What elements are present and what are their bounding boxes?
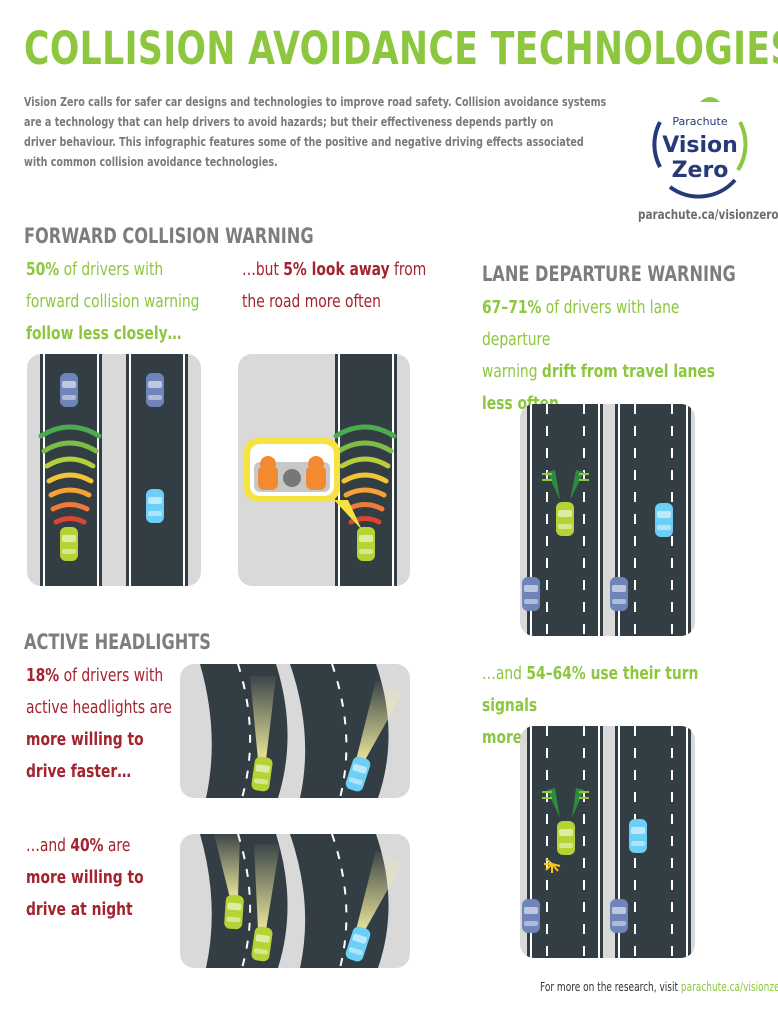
ah-stat2-bold2: drive at night	[26, 899, 133, 920]
ldw-panel-2	[520, 726, 695, 958]
headlight-beam-icon	[254, 844, 280, 930]
headlight-beam-icon	[250, 676, 276, 760]
ah-stat1-bold2: drive faster…	[26, 761, 132, 782]
ldw-panel-1	[520, 404, 695, 636]
fcw-stat2-pre: …but	[242, 259, 284, 280]
car-icon	[556, 502, 574, 536]
road-illustration	[38, 354, 188, 586]
logo-url[interactable]: parachute.ca/visionzero	[638, 208, 778, 223]
ldw-stat2-bold1: 54–64% use their turn signals	[482, 663, 699, 716]
car-icon	[60, 373, 78, 407]
ah-heading: ACTIVE HEADLIGHTS	[24, 630, 211, 654]
footer-link[interactable]: parachute.ca/visionzero	[680, 980, 778, 994]
car-icon	[629, 819, 647, 853]
sensor-beam-icon	[570, 470, 584, 500]
parachute-icon	[700, 97, 720, 102]
car-icon	[357, 527, 375, 561]
footer: For more on the research, visit parachut…	[540, 980, 778, 994]
ah-stat1-text: of drivers with	[59, 665, 164, 686]
sensor-beam-icon	[572, 788, 584, 818]
fcw-stat1-text: of drivers with	[59, 259, 164, 280]
intro-line: with common collision avoidance technolo…	[24, 154, 278, 169]
warning-waves-icon	[333, 424, 397, 525]
logo-line1: Vision	[662, 133, 738, 158]
fcw-panel-2	[238, 354, 410, 586]
ah-stat2-value: 40%	[70, 835, 104, 856]
ldw-stat1-value: 67–71%	[482, 297, 542, 318]
ah-panel-2	[180, 834, 410, 968]
road-illustration	[522, 726, 691, 958]
curved-road-illustration	[200, 664, 402, 798]
ldw-stat1-text: of drivers with lane departure	[482, 297, 680, 350]
fcw-stat2-line2: the road more often	[242, 291, 381, 312]
ah-stat2-pre: …and	[26, 835, 71, 856]
footer-text: For more on the research, visit	[540, 980, 681, 994]
ldw-stat1-line2: warning	[482, 361, 542, 382]
headlight-beam-icon	[214, 834, 240, 898]
ldw-stat1: 67–71% of drivers with lane departure wa…	[482, 292, 744, 420]
ldw-heading: LANE DEPARTURE WARNING	[482, 262, 736, 286]
callout-pointer	[334, 500, 362, 530]
car-icon	[60, 527, 78, 561]
logo-line2: Zero	[672, 158, 729, 183]
car-icon	[522, 577, 540, 611]
sensor-beam-icon	[547, 470, 560, 500]
car-icon	[610, 899, 628, 933]
logo-brand: Parachute	[672, 115, 727, 128]
headlight-beam-icon	[356, 850, 402, 932]
fcw-stat2-value: 5% look away	[283, 259, 390, 280]
page-title: COLLISION AVOIDANCE TECHNOLOGIES	[24, 22, 778, 75]
ah-stat1: 18% of drivers with active headlights ar…	[26, 660, 195, 788]
sensor-beam-icon	[547, 788, 560, 818]
intro-line: are a technology that can help drivers t…	[24, 114, 554, 129]
ldw-stat2: …and 54–64% use their turn signals more …	[482, 658, 744, 754]
car-icon	[557, 821, 575, 855]
car-icon	[655, 503, 673, 537]
fcw-stat1: 50% of drivers with forward collision wa…	[26, 254, 211, 350]
ah-stat2-rest: are	[103, 835, 131, 856]
ldw-stat1-bold1: drift from travel lanes	[541, 361, 716, 382]
headlight-beam-icon	[356, 680, 402, 762]
turn-signal-icon	[544, 858, 561, 873]
ah-stat1-line2: active headlights are	[26, 697, 172, 718]
fcw-stat2-rest: from	[389, 259, 427, 280]
vision-zero-logo: Parachute Vision Zero	[652, 97, 748, 199]
ah-stat1-bold1: more willing to	[26, 729, 144, 750]
car-icon	[223, 894, 245, 930]
car-icon	[146, 489, 164, 523]
intro-line: driver behaviour. This infographic featu…	[24, 134, 584, 149]
intro-line: Vision Zero calls for safer car designs …	[24, 94, 607, 109]
fcw-stat1-line2: forward collision warning	[26, 291, 200, 312]
ldw-stat2-pre: …and	[482, 663, 527, 684]
fcw-heading: FORWARD COLLISION WARNING	[24, 224, 314, 248]
curved-road-illustration	[200, 834, 402, 968]
car-icon	[610, 577, 628, 611]
fcw-stat1-value: 50%	[26, 259, 60, 280]
intro-text: Vision Zero calls for safer car designs …	[24, 92, 617, 172]
car-icon	[522, 899, 540, 933]
warning-waves-icon	[38, 424, 102, 525]
fcw-stat1-bold: follow less closely…	[26, 323, 182, 344]
steering-wheel-icon	[283, 469, 301, 487]
ah-panel-1	[180, 664, 410, 798]
fcw-stat2: …but 5% look away from the road more oft…	[242, 254, 427, 318]
ah-stat2-bold1: more willing to	[26, 867, 144, 888]
road-illustration	[522, 404, 691, 636]
fcw-panel-1	[27, 354, 201, 586]
ah-stat2: …and 40% are more willing to drive at ni…	[26, 830, 195, 926]
ah-stat1-value: 18%	[26, 665, 60, 686]
road-illustration	[244, 354, 397, 586]
car-icon	[146, 373, 164, 407]
